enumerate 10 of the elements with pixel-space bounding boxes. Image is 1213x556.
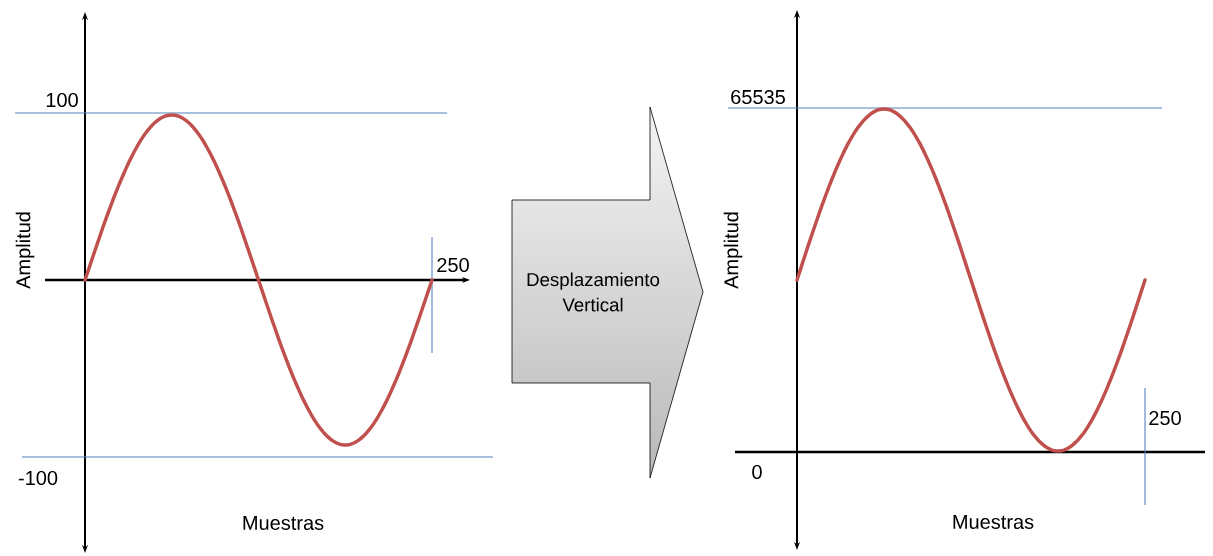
tick-label: 250 bbox=[1149, 410, 1181, 426]
tick-label: 65535 bbox=[731, 89, 785, 105]
axis-label: Amplitud bbox=[723, 212, 743, 289]
tick-label: 250 bbox=[437, 257, 469, 273]
axis-label: Muestras bbox=[953, 515, 1034, 529]
axis-label: Amplitud bbox=[15, 212, 35, 289]
tick-label: -100 bbox=[18, 470, 58, 486]
tick-label: 100 bbox=[46, 92, 78, 108]
axis-label: Muestras bbox=[243, 516, 324, 530]
tick-label: 0 bbox=[752, 464, 762, 480]
